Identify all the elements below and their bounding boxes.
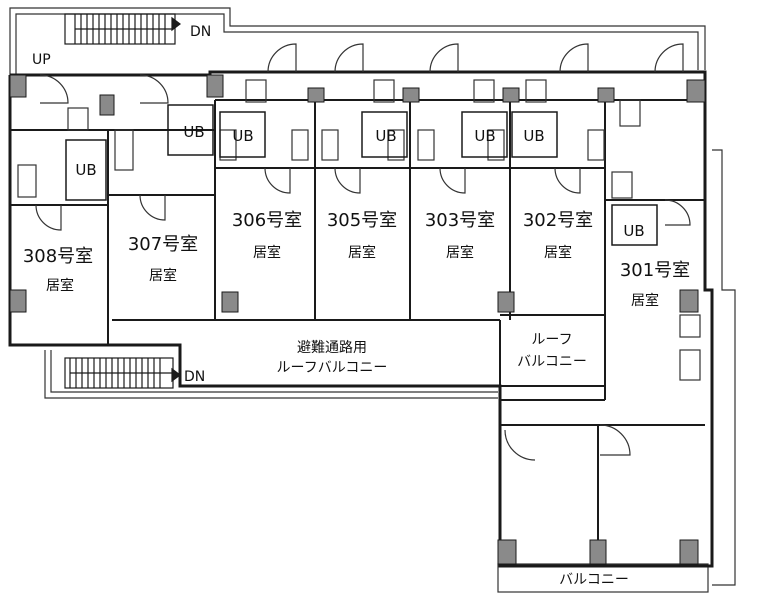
room-306: 306号室 居室 [232, 210, 302, 261]
ub-label-302: UB [523, 127, 544, 145]
stairs-top [64, 13, 181, 45]
roof-balcony-label-line2: バルコニー [517, 354, 587, 370]
unit-partitions [10, 99, 705, 566]
ub-label-306: UB [232, 127, 253, 145]
room-302-name: 302号室 [523, 210, 593, 231]
room-303: 303号室 居室 [425, 210, 495, 261]
room-305-name: 305号室 [327, 210, 397, 231]
ub-label-301: UB [623, 222, 644, 240]
room-303-name: 303号室 [425, 210, 495, 231]
room-307: 307号室 居室 [128, 234, 198, 284]
room-307-sub: 居室 [149, 267, 177, 284]
unit-bath-boxes [65, 104, 658, 246]
fixtures [17, 79, 701, 381]
ub-label-307: UB [183, 123, 204, 141]
stairs-top-up-label: UP [32, 52, 51, 68]
roof-balcony-label-line1: ルーフ [531, 332, 572, 348]
room-307-name: 307号室 [128, 234, 198, 255]
room-301-sub: 居室 [631, 292, 659, 309]
ub-box-302 [511, 111, 558, 158]
ub-box-301 [611, 204, 658, 246]
room-301-name: 301号室 [620, 260, 690, 281]
corridor-label-line2: ルーフバルコニー [277, 360, 388, 376]
ub-label-308: UB [75, 161, 96, 179]
room-301: 301号室 居室 [620, 260, 690, 309]
outer-outline [9, 7, 736, 593]
ub-label-305: UB [375, 127, 396, 145]
room-305-sub: 居室 [348, 244, 376, 261]
corridor-label-line1: 避難通路用 [297, 340, 367, 356]
room-305: 305号室 居室 [327, 210, 397, 261]
stairs-bottom-dn-label: DN [184, 369, 205, 385]
room-302: 302号室 居室 [523, 210, 593, 261]
ub-box-305 [361, 111, 408, 158]
stairs-top-dn-label: DN [190, 24, 211, 40]
ub-box-303 [461, 111, 508, 158]
ub-box-307 [167, 104, 214, 156]
ub-box-306 [219, 111, 266, 158]
structural-columns [9, 74, 706, 565]
stairs-bottom [64, 357, 181, 389]
room-302-sub: 居室 [544, 244, 572, 261]
balcony-label: バルコニー [559, 572, 629, 588]
room-303-sub: 居室 [446, 244, 474, 261]
building-walls [8, 70, 714, 568]
room-306-name: 306号室 [232, 210, 302, 231]
room-308: 308号室 居室 [23, 246, 93, 294]
ub-box-308 [65, 139, 107, 201]
room-306-sub: 居室 [253, 244, 281, 261]
room-308-sub: 居室 [46, 277, 74, 294]
door-swings [35, 43, 691, 461]
ub-label-303: UB [474, 127, 495, 145]
room-308-name: 308号室 [23, 246, 93, 267]
